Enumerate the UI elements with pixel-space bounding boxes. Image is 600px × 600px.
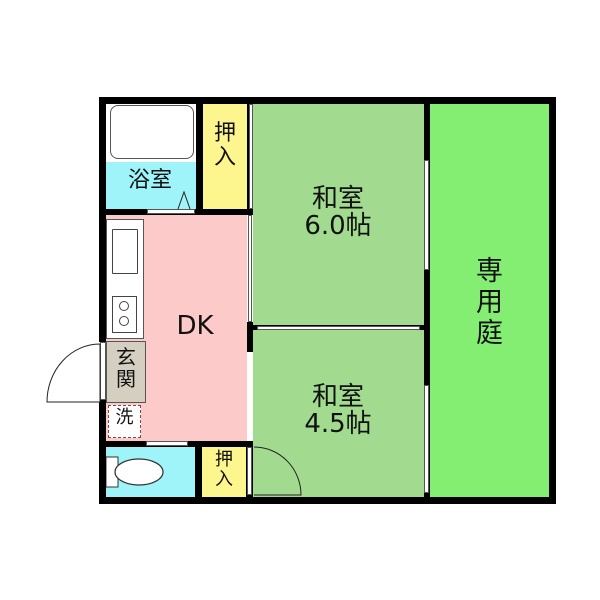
closet-top bbox=[203, 104, 247, 209]
closet-top-char-1: 押 bbox=[213, 121, 236, 146]
bathtub-icon bbox=[110, 105, 194, 159]
closet-top-label: 押 入 bbox=[203, 121, 247, 171]
bath-label: 浴室 bbox=[127, 168, 172, 193]
garden-char-2: 用 bbox=[476, 287, 503, 319]
entrance-char-1: 玄 bbox=[116, 345, 136, 369]
washer-label: 洗 bbox=[115, 407, 134, 428]
outer-wall-right bbox=[549, 97, 556, 504]
washitsu-door-swing-icon[interactable] bbox=[253, 446, 303, 498]
sliding-door-washitsu-divider[interactable] bbox=[257, 326, 420, 330]
sliding-door-toilet[interactable] bbox=[146, 441, 188, 446]
bath-door-triangle-icon bbox=[177, 190, 191, 210]
toilet-icon bbox=[105, 455, 186, 489]
sliding-door-washitsu-garden-upper[interactable] bbox=[424, 160, 429, 270]
stove-icon bbox=[112, 296, 137, 333]
washitsu-small-label: 和室 4.5帖 bbox=[268, 382, 408, 440]
closet-bottom-label: 押 入 bbox=[202, 450, 246, 490]
entrance bbox=[106, 341, 146, 403]
burner-icon bbox=[119, 301, 129, 311]
dk-label: DK bbox=[176, 311, 214, 341]
closet-bottom bbox=[202, 447, 246, 497]
garden-char-1: 専 bbox=[476, 256, 503, 287]
outer-wall-left-top bbox=[99, 97, 106, 342]
wall-bath-closet bbox=[196, 97, 203, 215]
outer-wall-left-bottom bbox=[99, 400, 106, 504]
closet-bottom-char-2: 入 bbox=[215, 468, 233, 490]
outer-wall-bottom bbox=[99, 497, 556, 504]
washitsu-small-name: 和室 bbox=[311, 382, 364, 412]
entrance-label: 玄 関 bbox=[106, 346, 146, 390]
sliding-door-closet-top[interactable] bbox=[249, 104, 253, 209]
garden bbox=[430, 104, 549, 497]
sliding-door-bath[interactable] bbox=[147, 209, 195, 214]
sliding-door-dk-washitsu[interactable] bbox=[248, 215, 252, 322]
sink-icon bbox=[112, 229, 138, 274]
wall-washitsu-garden bbox=[424, 97, 430, 504]
washitsu-large-size: 6.0帖 bbox=[304, 211, 372, 242]
washitsu-large-label: 和室 6.0帖 bbox=[268, 184, 408, 242]
wall-toilet-closet bbox=[195, 441, 202, 504]
washitsu-large bbox=[253, 104, 424, 326]
sliding-door-closet-bottom[interactable] bbox=[247, 447, 252, 495]
washitsu-large-name: 和室 bbox=[311, 184, 364, 214]
washitsu-small-size: 4.5帖 bbox=[304, 409, 372, 440]
closet-bottom-char-1: 押 bbox=[215, 449, 233, 470]
wall-dk-washitsu bbox=[247, 322, 253, 352]
burner-icon bbox=[119, 316, 129, 326]
entrance-char-2: 関 bbox=[116, 367, 136, 391]
sliding-door-washitsu-garden-lower[interactable] bbox=[424, 385, 429, 493]
garden-char-3: 庭 bbox=[476, 318, 503, 350]
garden-label: 専 用 庭 bbox=[430, 256, 549, 349]
washitsu-small bbox=[253, 330, 424, 497]
outer-wall-top bbox=[99, 97, 556, 104]
washer-space bbox=[108, 405, 141, 438]
entrance-door-swing-icon[interactable] bbox=[44, 340, 104, 406]
closet-top-char-2: 入 bbox=[213, 145, 236, 171]
